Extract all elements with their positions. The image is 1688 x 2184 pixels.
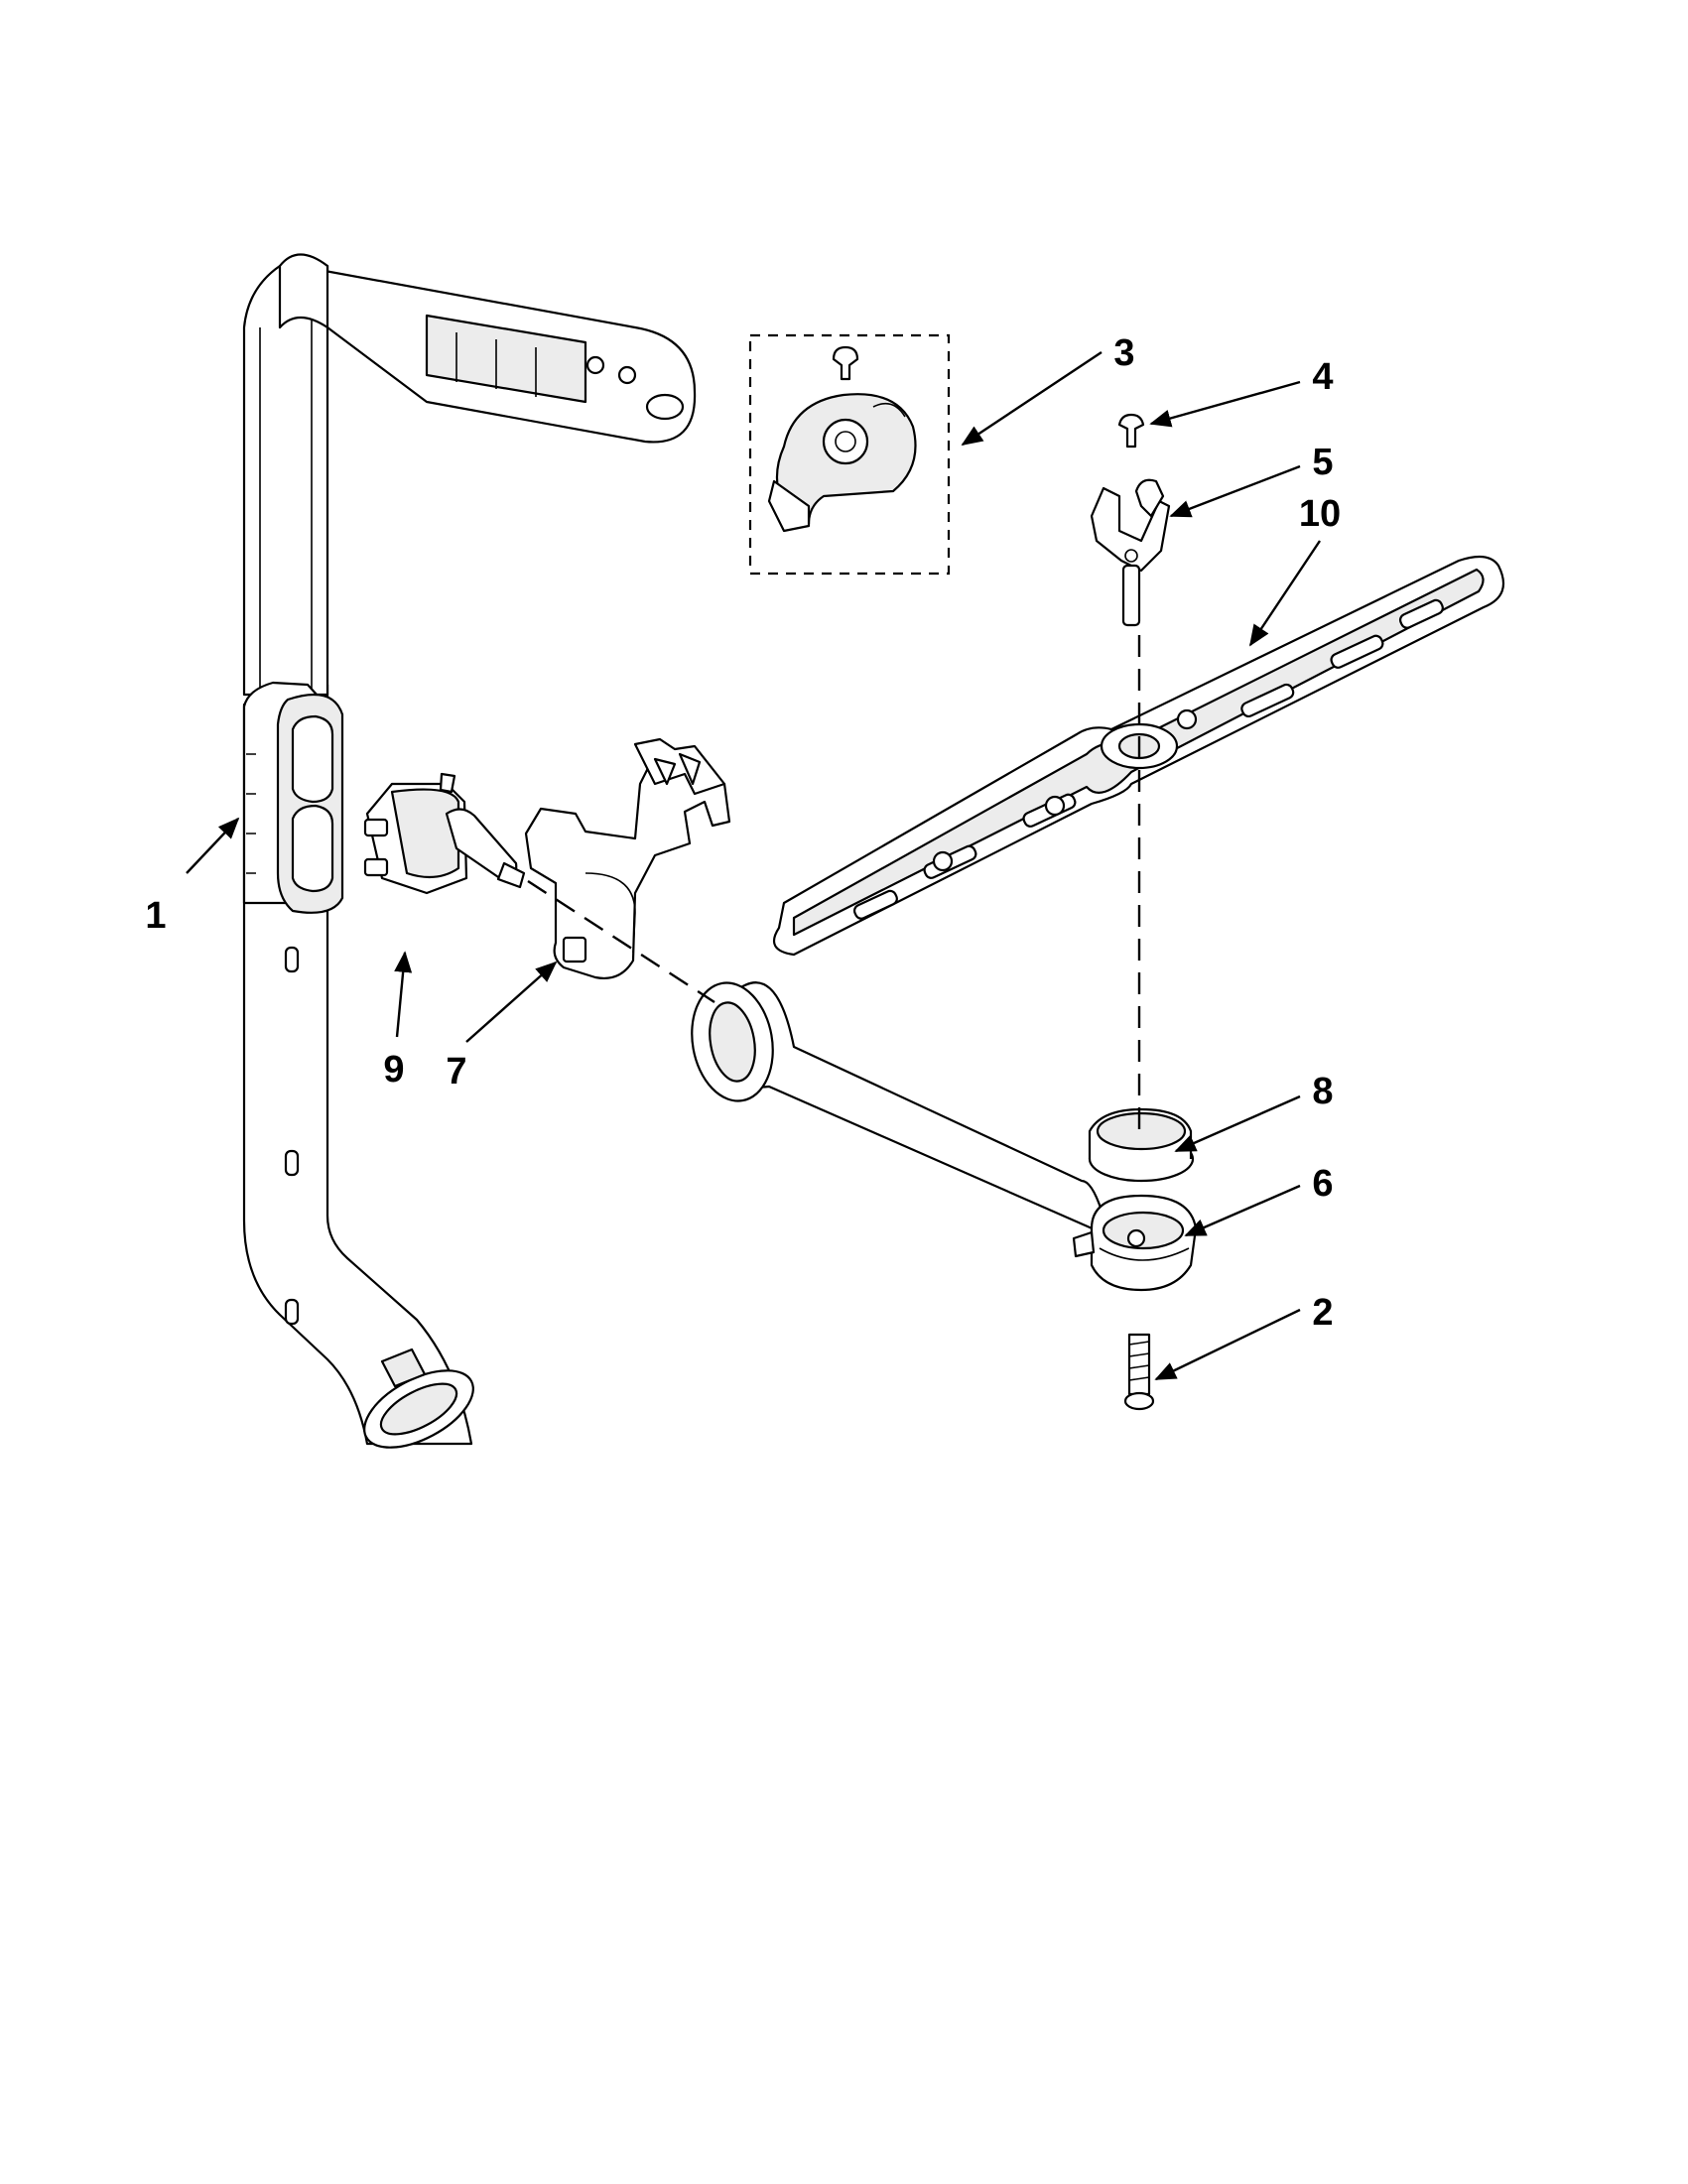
assembly-line-horizontal <box>527 879 715 1004</box>
part-7-bracket <box>524 737 731 979</box>
leader-line-6 <box>1184 1184 1301 1237</box>
leader-line-2 <box>1154 1308 1301 1381</box>
callout-8: 8 <box>1312 1071 1333 1112</box>
leader-line-3 <box>961 351 1103 446</box>
leader-line-8 <box>1174 1094 1301 1153</box>
callout-5: 5 <box>1312 442 1333 483</box>
leader-line-9 <box>394 951 413 1038</box>
leader-line-1 <box>186 817 240 874</box>
lower-spray-tube <box>691 981 1104 1232</box>
part-5-clip-hub <box>1090 478 1171 627</box>
leader-line-4 <box>1149 380 1301 428</box>
callout-2: 2 <box>1312 1292 1333 1334</box>
callout-7: 7 <box>446 1051 466 1092</box>
leader-line-7 <box>465 961 558 1043</box>
leader-line-10 <box>1249 540 1321 647</box>
part-8-seal-ring <box>1088 1107 1195 1183</box>
callout-1: 1 <box>145 895 166 937</box>
part-3-cap-assembly <box>748 333 951 576</box>
leader-line-5 <box>1169 464 1301 518</box>
part-4-screw <box>1117 413 1145 449</box>
callout-4: 4 <box>1312 356 1333 398</box>
callout-9: 9 <box>383 1049 404 1091</box>
part-1-conduit-tube <box>242 253 697 1449</box>
part-2-screw <box>1123 1333 1155 1411</box>
callout-10: 10 <box>1299 493 1341 535</box>
part-9-fitting <box>363 772 526 895</box>
part-6-manifold-cup <box>1072 1194 1198 1292</box>
callout-6: 6 <box>1312 1163 1333 1205</box>
callout-3: 3 <box>1113 332 1134 374</box>
